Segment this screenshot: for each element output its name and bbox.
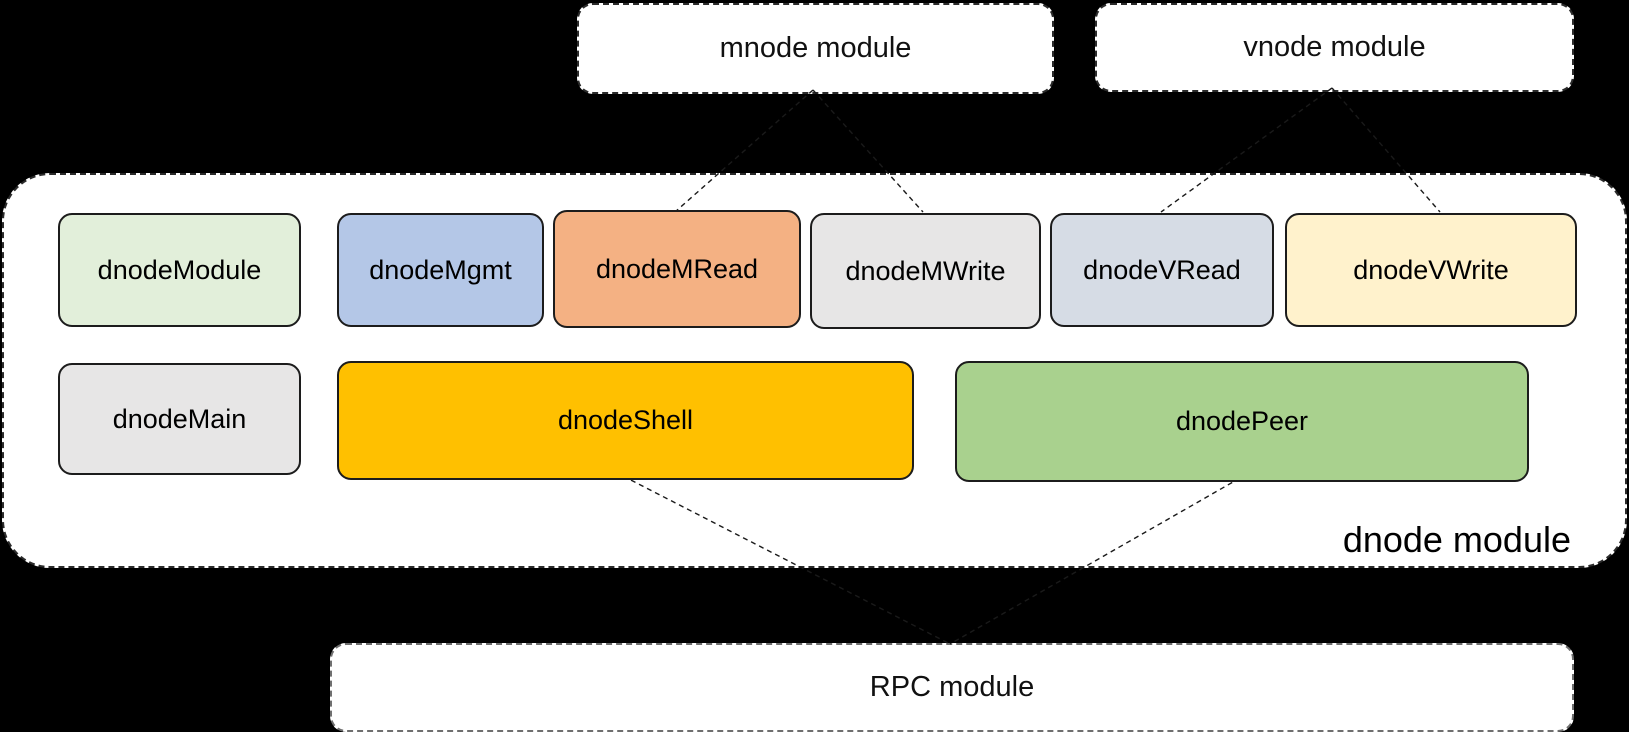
box-dnodemgmt: dnodeMgmt — [337, 213, 544, 327]
vnode-module-box: vnode module — [1095, 3, 1574, 92]
box-dnodepeer: dnodePeer — [955, 361, 1529, 482]
box-dnodemodule: dnodeModule — [58, 213, 301, 327]
box-dnodevread: dnodeVRead — [1050, 213, 1274, 327]
box-dnodemwrite: dnodeMWrite — [810, 213, 1041, 329]
box-dnodemread: dnodeMRead — [553, 210, 801, 328]
rpc-module-box: RPC module — [330, 643, 1574, 732]
dnode-module-caption: dnode module — [1342, 519, 1571, 560]
box-dnodeshell: dnodeShell — [337, 361, 914, 480]
box-dnodevwrite: dnodeVWrite — [1285, 213, 1577, 327]
mnode-module-box: mnode module — [577, 3, 1054, 94]
box-dnodemain: dnodeMain — [58, 363, 301, 475]
